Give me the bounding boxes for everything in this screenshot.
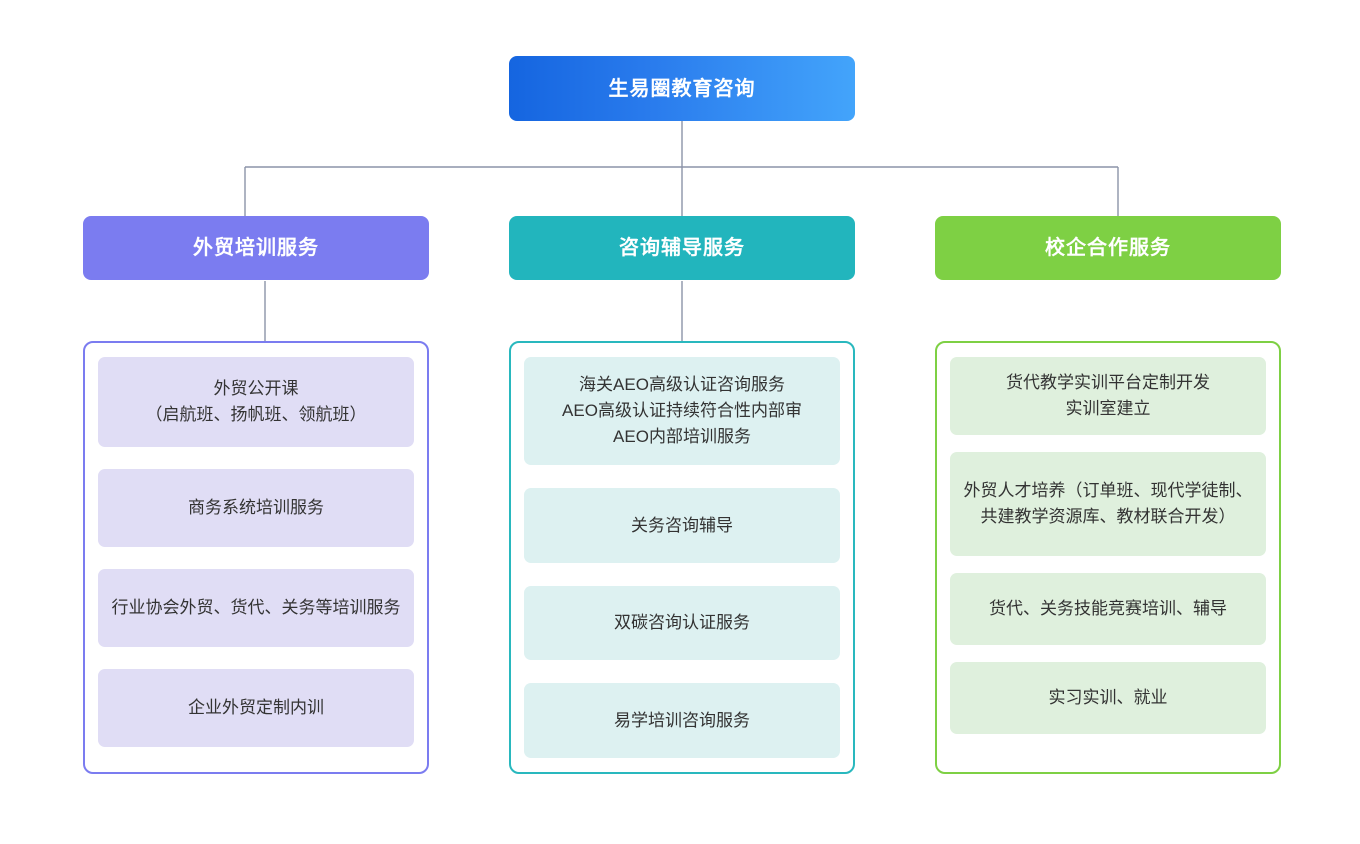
branch-header-label: 校企合作服务 [1045, 237, 1171, 259]
branch-school-enterprise-cooperation: 校企合作服务 货代教学实训平台定制开发实训室建立 外贸人才培养（订单班、现代学徒… [935, 216, 1281, 774]
root-node[interactable]: 生易圈教育咨询 [509, 56, 855, 121]
panel-item[interactable]: 易学培训咨询服务 [524, 683, 840, 758]
branch-header-consulting-tutoring[interactable]: 咨询辅导服务 [509, 216, 855, 280]
branch-header-label: 咨询辅导服务 [619, 237, 745, 259]
branch-header-label: 外贸培训服务 [193, 237, 319, 259]
panel-item[interactable]: 行业协会外贸、货代、关务等培训服务 [98, 569, 414, 647]
item-panel-foreign-trade-training: 外贸公开课（启航班、扬帆班、领航班） 商务系统培训服务 行业协会外贸、货代、关务… [83, 341, 429, 774]
panel-item[interactable]: 关务咨询辅导 [524, 488, 840, 563]
panel-item[interactable]: 企业外贸定制内训 [98, 669, 414, 747]
panel-item[interactable]: 货代、关务技能竞赛培训、辅导 [950, 573, 1266, 645]
root-node-label: 生易圈教育咨询 [608, 77, 756, 100]
panel-item[interactable]: 实习实训、就业 [950, 662, 1266, 734]
branch-header-foreign-trade-training[interactable]: 外贸培训服务 [83, 216, 429, 280]
branch-header-school-enterprise-cooperation[interactable]: 校企合作服务 [935, 216, 1281, 280]
panel-item[interactable]: 商务系统培训服务 [98, 469, 414, 547]
branch-foreign-trade-training: 外贸培训服务 外贸公开课（启航班、扬帆班、领航班） 商务系统培训服务 行业协会外… [83, 216, 429, 774]
panel-item[interactable]: 外贸人才培养（订单班、现代学徒制、共建教学资源库、教材联合开发） [950, 452, 1266, 556]
panel-item[interactable]: 货代教学实训平台定制开发实训室建立 [950, 357, 1266, 435]
item-panel-school-enterprise-cooperation: 货代教学实训平台定制开发实训室建立 外贸人才培养（订单班、现代学徒制、共建教学资… [935, 341, 1281, 774]
panel-item[interactable]: 双碳咨询认证服务 [524, 585, 840, 661]
panel-item[interactable]: 外贸公开课（启航班、扬帆班、领航班） [98, 357, 414, 447]
